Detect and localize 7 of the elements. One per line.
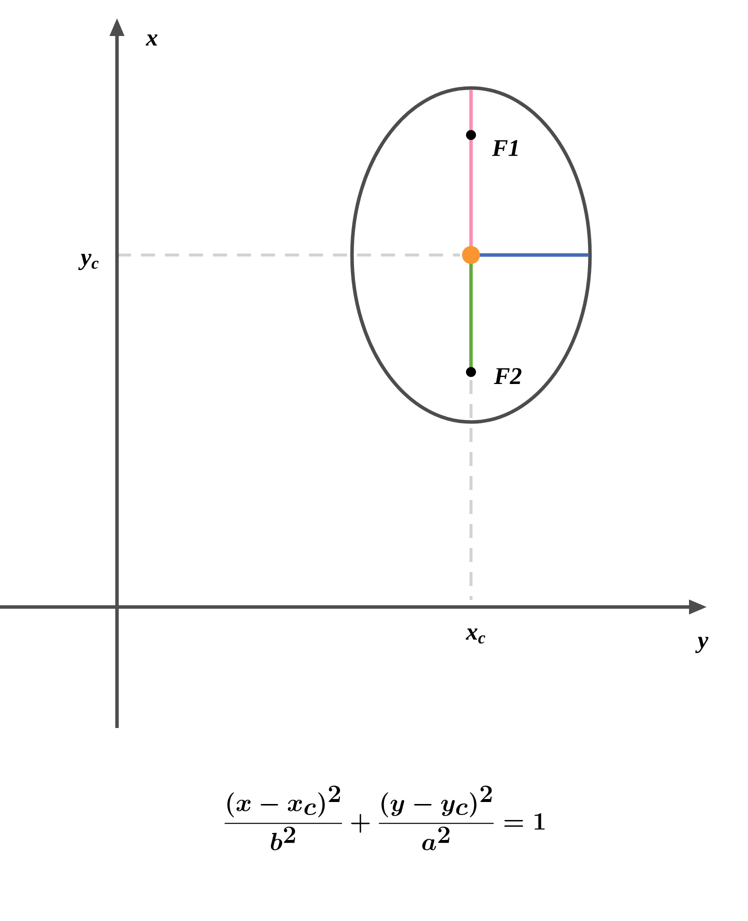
axis-label: x$_{c}$: [466, 628, 486, 644]
point-label: F1: [492, 140, 518, 156]
point-label: F2: [494, 368, 522, 384]
axis-label: x: [146, 34, 158, 46]
axis-label: y$_{c}$: [78, 254, 99, 270]
equation: $\frac{(x-x_c)^2}{b^2}+\frac{(y-y_c)^2}{a^2}=1$: [224, 786, 545, 850]
axis-label: y: [695, 636, 708, 654]
